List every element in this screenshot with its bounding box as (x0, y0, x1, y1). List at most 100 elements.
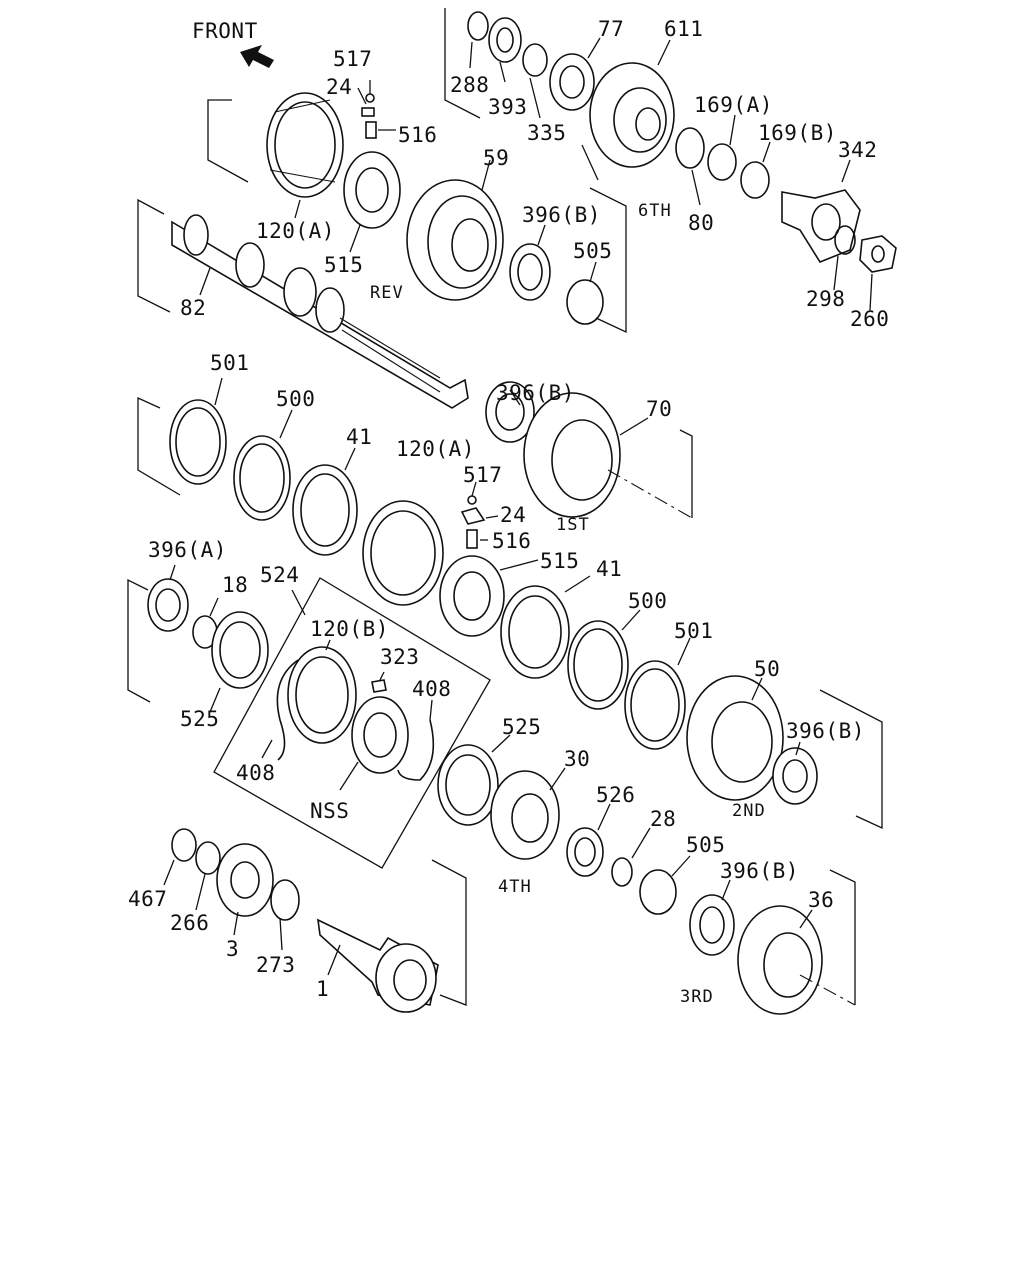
label-288: 288 (450, 73, 489, 97)
label-342: 342 (838, 138, 877, 162)
snap-ring-28 (611, 857, 633, 887)
bearing-396b-third (689, 894, 735, 956)
note-3rd: 3RD (680, 987, 714, 1007)
group-reverse-gear (406, 159, 627, 334)
label-467: 467 (128, 887, 167, 911)
label-393: 393 (488, 95, 527, 119)
bearing-396b-first (485, 381, 535, 443)
bearing-3 (216, 843, 274, 917)
label-120b: 120(B) (310, 617, 389, 641)
hub-nss (351, 696, 409, 774)
note-6th: 6TH (638, 201, 672, 221)
label-501b: 501 (674, 619, 713, 643)
sleeve-120a-mid (362, 500, 444, 606)
o-ring-298 (834, 225, 856, 255)
hub-515-top (343, 151, 401, 229)
snap-ring-266 (195, 841, 221, 875)
label-59: 59 (483, 146, 509, 170)
note-1st: 1ST (556, 515, 590, 535)
label-36: 36 (808, 888, 834, 912)
gear-77 (549, 53, 595, 111)
spring-516-top (365, 121, 377, 139)
group-input-shaft (163, 828, 467, 1013)
bushing-467 (171, 828, 197, 862)
bearing-80 (675, 127, 705, 169)
group-first-gear (137, 377, 693, 750)
cone-41-mid (500, 585, 570, 679)
gear-36 (737, 905, 823, 1015)
group-fourth-third (490, 767, 856, 1015)
label-335: 335 (527, 121, 566, 145)
label-323: 323 (380, 645, 419, 669)
label-169a: 169(A) (694, 93, 773, 117)
label-273: 273 (256, 953, 295, 977)
group-sixth-gear (444, 8, 897, 311)
bearing-526 (566, 827, 604, 877)
ring-501-top (169, 399, 227, 485)
label-408b: 408 (236, 761, 275, 785)
label-396b-4: 396(B) (720, 859, 799, 883)
gear-notes: REV 6TH 1ST 2ND 4TH 3RD (370, 201, 766, 1007)
label-505a: 505 (573, 239, 612, 263)
label-515b: 515 (540, 549, 579, 573)
flange-342 (781, 189, 861, 263)
label-41a: 41 (346, 425, 372, 449)
gear-611 (589, 62, 675, 168)
bushing-505-rev (566, 279, 604, 325)
ring-500-mid (567, 620, 629, 710)
sleeve-120b (287, 646, 357, 744)
bushing-169b (740, 161, 770, 199)
front-arrow-icon (240, 45, 274, 68)
label-501a: 501 (210, 351, 249, 375)
gear-59 (406, 179, 504, 301)
label-396b-1: 396(B) (522, 203, 601, 227)
label-18: 18 (222, 573, 248, 597)
ring-500-top (233, 435, 291, 521)
label-298: 298 (806, 287, 845, 311)
label-525a: 525 (180, 707, 219, 731)
label-260: 260 (850, 307, 889, 331)
label-24b: 24 (500, 503, 526, 527)
snap-ring-335 (522, 43, 548, 77)
snap-ring-273 (270, 879, 300, 921)
spring-516-mid (466, 529, 478, 549)
gear-30 (490, 770, 560, 860)
label-524: 524 (260, 563, 299, 587)
label-516b: 516 (492, 529, 531, 553)
label-500a: 500 (276, 387, 315, 411)
note-2nd: 2ND (732, 801, 766, 821)
bearing-396a (147, 578, 189, 632)
bearing-396b-second (772, 747, 818, 805)
note-4th: 4TH (498, 877, 532, 897)
label-517b: 517 (463, 463, 502, 487)
label-28: 28 (650, 807, 676, 831)
label-120a-2: 120(A) (396, 437, 475, 461)
ring-525-right (437, 744, 499, 826)
front-label: FRONT (192, 19, 258, 43)
bushing-169a (707, 143, 737, 181)
label-525b: 525 (502, 715, 541, 739)
label-30: 30 (564, 747, 590, 771)
nut-260 (859, 235, 897, 273)
label-396a: 396(A) (148, 538, 227, 562)
label-408a: 408 (412, 677, 451, 701)
label-396b-2: 396(B) (496, 381, 575, 405)
label-169b: 169(B) (758, 121, 837, 145)
label-526: 526 (596, 783, 635, 807)
label-515a: 515 (324, 253, 363, 277)
label-611: 611 (664, 17, 703, 41)
bearing-396b-rev (509, 243, 551, 301)
mainshaft-82 (137, 198, 469, 409)
nss-kit-frame (213, 577, 491, 869)
label-1: 1 (316, 977, 329, 1001)
label-396b-3: 396(B) (786, 719, 865, 743)
group-reverse-sync (207, 80, 401, 253)
label-505b: 505 (686, 833, 725, 857)
cone-41-top (292, 464, 358, 556)
note-rev: REV (370, 283, 404, 303)
label-41b: 41 (596, 557, 622, 581)
label-nss: NSS (310, 799, 349, 823)
label-516a: 516 (398, 123, 437, 147)
gear-50 (686, 675, 784, 801)
